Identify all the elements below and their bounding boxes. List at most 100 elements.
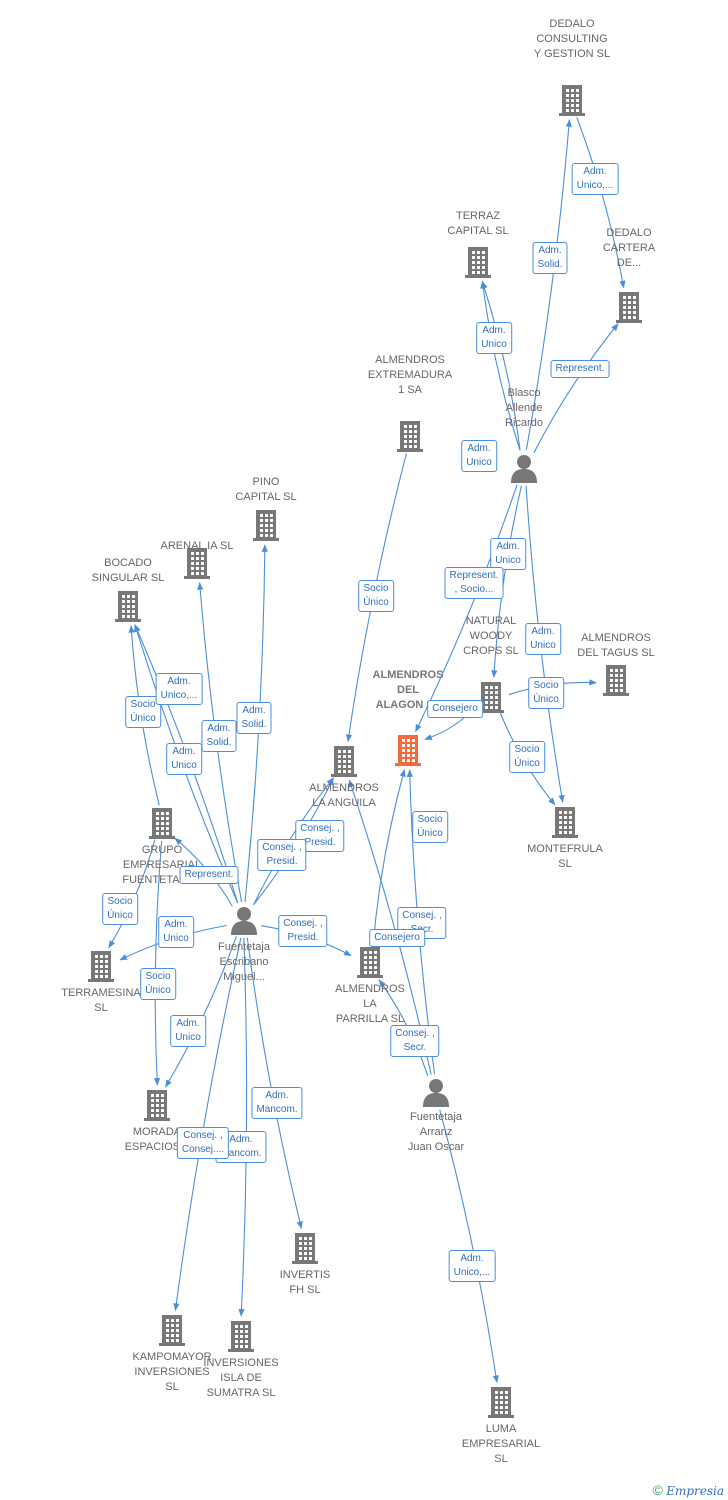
edge-label[interactable]: Consej. , Presid. [278, 915, 328, 947]
edge-label[interactable]: Consej. , Presid. [257, 839, 307, 871]
edge-label[interactable]: Consej. , Consej.... [176, 1127, 230, 1159]
building-icon [395, 735, 421, 766]
node-label: ALMENDROS DEL ALAGON SL [372, 669, 444, 711]
node-natural-woody[interactable]: NATURAL WOODY CROPS SL [463, 615, 519, 714]
building-icon [488, 1387, 514, 1418]
building-icon [149, 808, 175, 839]
node-label: Blasco Allende Ricardo [505, 387, 543, 429]
edge-label[interactable]: Adm. Unico,... [448, 1250, 496, 1282]
edge-label[interactable]: Consejero [369, 929, 425, 947]
node-almendros-alagon[interactable]: ALMENDROS DEL ALAGON SL [373, 669, 443, 767]
edge-label[interactable]: Adm. Unico [525, 623, 561, 655]
edge-label[interactable]: Adm. Unico [158, 916, 194, 948]
node-luma[interactable]: LUMA EMPRESARIAL SL [462, 1385, 540, 1465]
edge-label[interactable]: Adm. Unico [490, 538, 526, 570]
edge-label[interactable]: Socio Único [412, 811, 448, 843]
edge-label[interactable]: Adm. Unico [170, 1015, 206, 1047]
edge-label[interactable]: Adm. Unico [166, 743, 202, 775]
edge-label[interactable]: Socio Único [509, 741, 545, 773]
node-montefrula[interactable]: MONTEFRULA SL [527, 805, 603, 870]
building-icon [465, 247, 491, 278]
node-label: Fuentetaja Escribano Miguel... [218, 941, 270, 983]
person-icon [511, 455, 537, 483]
node-almendros-parrilla[interactable]: ALMENDROS LA PARRILLA SL [335, 945, 405, 1025]
edge-line [576, 117, 626, 289]
edge-line [372, 768, 406, 945]
edge-line [480, 280, 521, 451]
node-kampomayor[interactable]: KAMPOMAYOR INVERSIONES SL [132, 1313, 212, 1393]
node-terramesina[interactable]: TERRAMESINA SL [61, 949, 141, 1014]
node-label: MORADA ESPACIOS... [124, 1126, 190, 1153]
edge-label[interactable]: Represent. , Socio... [444, 567, 504, 599]
node-fuentetaja-miguel[interactable]: Fuentetaja Escribano Miguel... [218, 905, 270, 983]
edge-line [165, 936, 237, 1088]
edge-label[interactable]: Socio Único [125, 696, 161, 728]
edge-line [238, 937, 248, 1317]
node-pino[interactable]: PINO CAPITAL SL [235, 476, 297, 542]
node-fuentetaja-juan[interactable]: Fuentetaja Arranz Juan Oscar [408, 1077, 464, 1153]
node-label: TERRAZ CAPITAL SL [447, 210, 509, 237]
edge-label[interactable]: Adm. Unico [476, 322, 512, 354]
node-dedalo-consulting[interactable]: DEDALO CONSULTING Y GESTION SL [534, 18, 610, 117]
node-dedalo-cartera[interactable]: DEDALO CARTERA DE... [603, 227, 655, 324]
edge-label[interactable]: Socio Único [102, 893, 138, 925]
node-invertis[interactable]: INVERTIS FH SL [280, 1231, 330, 1296]
node-grupo[interactable]: GRUPO EMPRESARIAL FUENTETAJA... [122, 806, 202, 886]
edge-label[interactable]: Adm. Solid. [201, 720, 237, 752]
building-icon [603, 665, 629, 696]
node-label: ALMENDROS EXTREMADURA 1 SA [367, 354, 453, 396]
node-arenal[interactable]: ARENAL IA SL [161, 540, 233, 580]
node-label: KAMPOMAYOR INVERSIONES SL [132, 1351, 212, 1393]
node-inversiones-isla[interactable]: INVERSIONES ISLA DE SUMATRA SL [203, 1319, 279, 1399]
edge-label[interactable]: Adm. Solid. [532, 242, 568, 274]
edge-line [491, 485, 522, 678]
edge-label[interactable]: Adm. Unico [461, 440, 497, 472]
node-almendros-tagus[interactable]: ALMENDROS DEL TAGUS SL [577, 632, 655, 697]
node-blasco[interactable]: Blasco Allende Ricardo [505, 387, 543, 483]
node-label: LUMA EMPRESARIAL SL [461, 1423, 541, 1465]
node-almendros-anguila[interactable]: ALMENDROS LA ANGUILA [309, 744, 379, 809]
edge-label[interactable]: Adm. Unico,... [571, 163, 619, 195]
edge-label[interactable]: Adm. Solid. [236, 702, 272, 734]
building-icon [397, 421, 423, 452]
building-icon [559, 85, 585, 116]
node-morada[interactable]: MORADA ESPACIOS... [125, 1088, 189, 1153]
building-icon [184, 548, 210, 579]
edge-label[interactable]: Socio Único [140, 968, 176, 1000]
building-icon [478, 682, 504, 713]
edge-line [481, 280, 521, 451]
node-label: Fuentetaja Arranz Juan Oscar [407, 1111, 465, 1153]
node-label: BOCADO SINGULAR SL [91, 557, 165, 584]
edge-line [173, 937, 242, 1312]
edge-label[interactable]: Adm. Unico,... [155, 673, 203, 705]
building-icon [331, 746, 357, 777]
edge-label[interactable]: Socio Único [528, 677, 564, 709]
edge-label[interactable]: Represent. [550, 360, 610, 378]
edge-label[interactable]: Consej. , Secr. [390, 1025, 440, 1057]
edge-label[interactable]: Adm. Mancom. [251, 1087, 303, 1119]
node-terraz[interactable]: TERRAZ CAPITAL SL [447, 210, 509, 279]
building-icon [253, 510, 279, 541]
building-icon [357, 947, 383, 978]
edge-line [246, 937, 303, 1230]
edge-label[interactable]: Represent. [179, 866, 239, 884]
node-label: INVERTIS FH SL [279, 1269, 331, 1296]
node-bocado[interactable]: BOCADO SINGULAR SL [92, 557, 164, 623]
edge-line [153, 840, 163, 1086]
edge-line [439, 1109, 499, 1384]
footer-brand[interactable]: © Empresia [653, 1482, 724, 1498]
node-label: DEDALO CONSULTING Y GESTION SL [533, 18, 611, 60]
node-label: PINO CAPITAL SL [235, 476, 297, 503]
person-icon [231, 907, 257, 935]
building-icon [292, 1233, 318, 1264]
edge-label[interactable]: Consejero [427, 700, 483, 718]
edge-label[interactable]: Socio Único [358, 580, 394, 612]
node-almendros-extremadura[interactable]: ALMENDROS EXTREMADURA 1 SA [368, 354, 452, 453]
node-label: TERRAMESINA SL [61, 987, 141, 1014]
building-icon [88, 951, 114, 982]
building-icon [552, 807, 578, 838]
node-label: DEDALO CARTERA DE... [602, 227, 656, 269]
building-icon [144, 1090, 170, 1121]
brand-name: Empresia [666, 1484, 724, 1498]
node-label: MONTEFRULA SL [527, 843, 603, 870]
